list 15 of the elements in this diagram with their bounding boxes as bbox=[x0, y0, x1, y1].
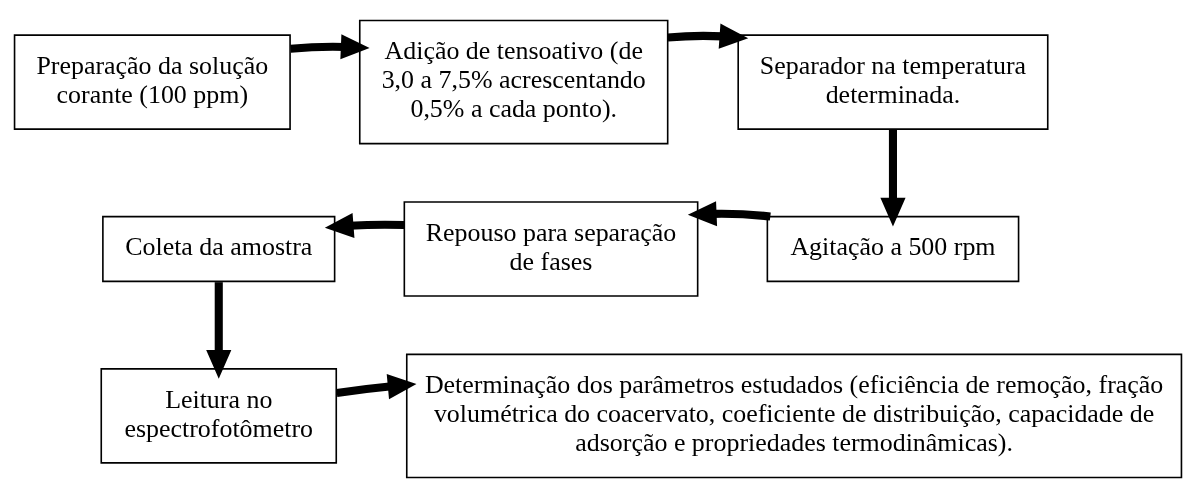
node-box: Coleta da amostra bbox=[102, 215, 336, 283]
arrow bbox=[667, 23, 749, 49]
arrow bbox=[290, 34, 370, 60]
node-box: Adição de tensoativo (de 3,0 a 7,5% acrescentando 0,5% a cada ponto). bbox=[358, 19, 669, 145]
arrow bbox=[206, 282, 232, 379]
node-box: Separador na temperatura determinada. bbox=[737, 34, 1049, 130]
node-box: Repouso para separação de fases bbox=[403, 201, 699, 297]
node-box: Preparação da solução corante (100 ppm) bbox=[13, 34, 291, 130]
arrow bbox=[687, 201, 771, 227]
arrow bbox=[880, 129, 906, 227]
node-box: Determinação dos parâmetros estudados (eficiência de remoção, fração volumétrica do coacervato, coeficiente de distribuição, capacidade de adsorção e propriedades termodinâmicas). bbox=[405, 353, 1183, 479]
arrow bbox=[324, 212, 405, 239]
arrow bbox=[336, 374, 417, 400]
node-box: Agitação a 500 rpm bbox=[766, 215, 1020, 283]
node-box: Leitura no espectrofotômetro bbox=[100, 368, 338, 464]
